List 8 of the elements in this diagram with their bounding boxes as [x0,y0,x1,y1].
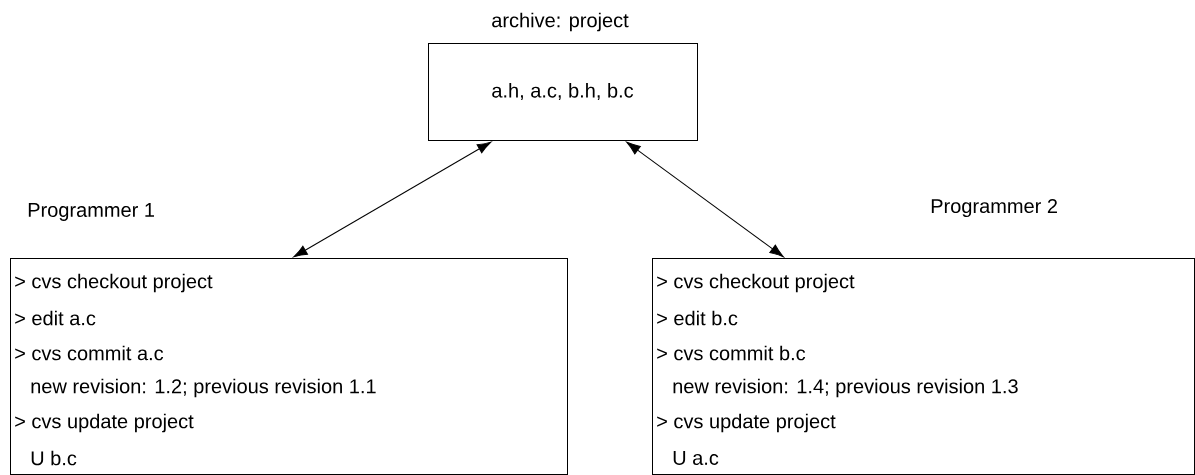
text-box: archive: project a.h, a.c, b.h, b.c [428,12,698,141]
node-label: Programmer 2 [931,198,1057,218]
arrow [293,141,492,258]
arrow [626,141,784,258]
node-label: archive: project [492,12,629,32]
text-box: Programmer 2 > cvs checkout project > edit b.c > cvs commit b.c new revision: 1.4; previous revision 1.3 > cvs update project U a.c [652,198,1195,475]
node-label: Programmer 1 [28,203,155,221]
text-box: Programmer 1 > cvs checkout project > edit a.c > cvs commit a.c new revision: 1.2; previous revision 1.1 > cvs update project U b.c [10,203,568,475]
